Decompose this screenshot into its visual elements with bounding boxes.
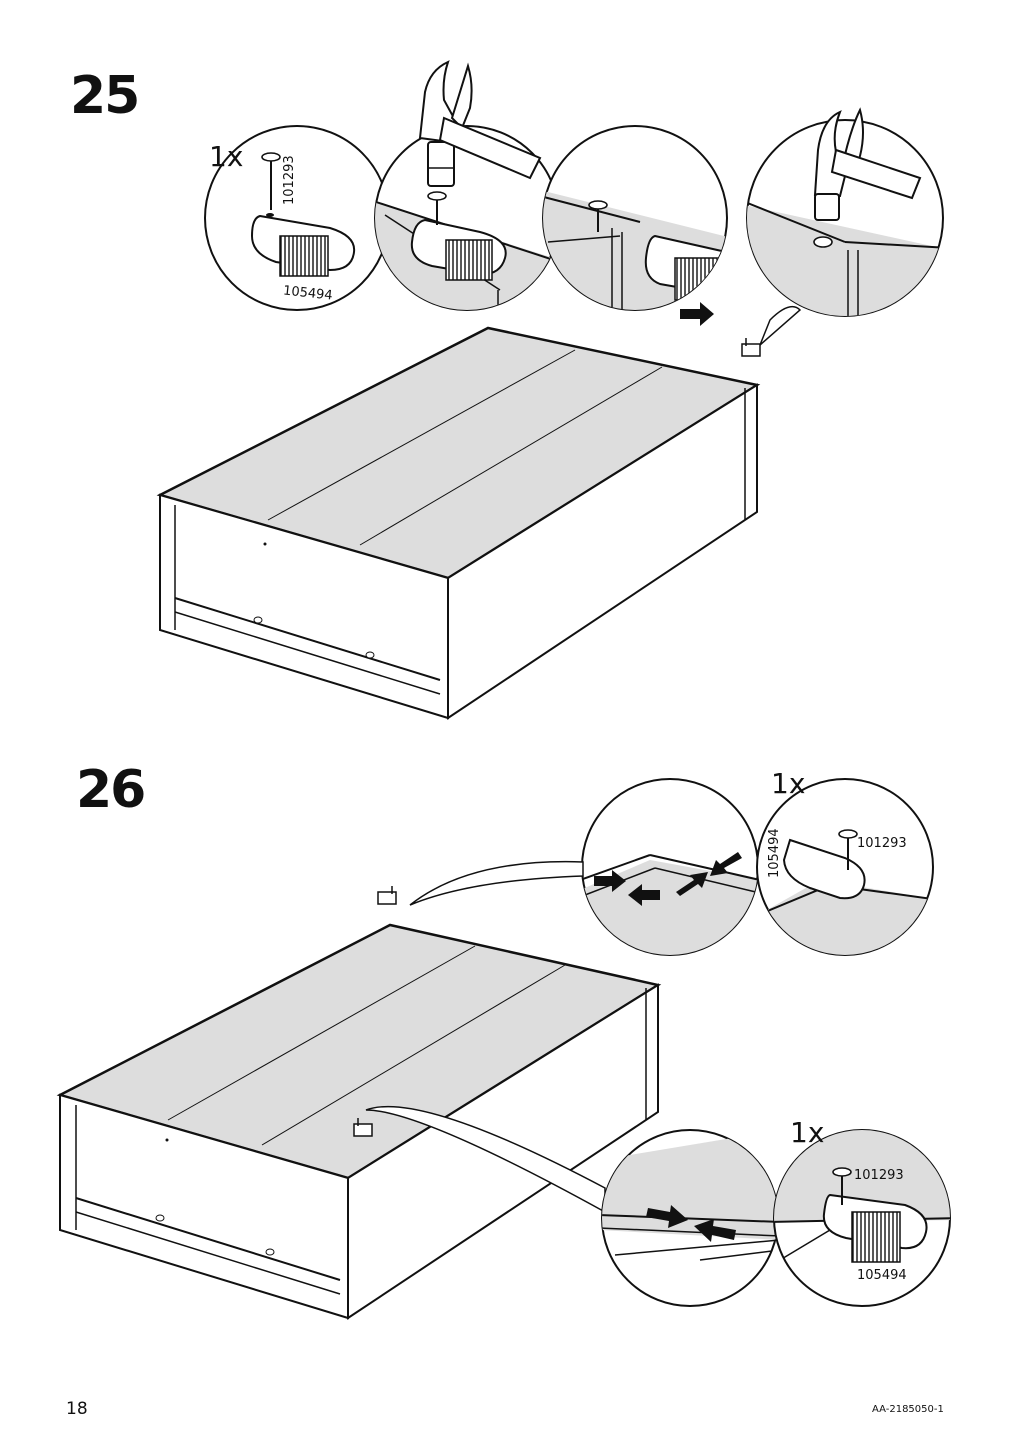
step26-detail-glide-front — [773, 1129, 951, 1307]
nail-part-number: 101293 — [854, 1168, 904, 1183]
document-code: AA-2185050-1 — [872, 1404, 944, 1415]
quantity-label: 1x — [209, 140, 244, 173]
drawer-frame-icon — [156, 326, 761, 720]
step26-detail-glide-back — [756, 778, 934, 956]
step-number: 26 — [76, 760, 146, 820]
quantity-label: 1x — [790, 1116, 825, 1149]
step25-detail-done — [746, 107, 944, 346]
step26-detail-gap-front — [601, 1129, 779, 1307]
nail-part-number: 101293 — [282, 155, 297, 205]
glide-icon — [353, 1118, 373, 1137]
glide-part-number: 105494 — [857, 1268, 907, 1283]
nail-icon — [261, 152, 281, 210]
nail-part-number: 101293 — [857, 836, 907, 851]
arrow-icon — [680, 302, 714, 326]
step25-detail-insert — [542, 125, 728, 311]
glide-icon — [250, 213, 356, 277]
glide-part-number: 105494 — [767, 828, 782, 878]
page-number: 18 — [66, 1399, 88, 1419]
glide-icon — [377, 886, 397, 905]
quantity-label: 1x — [771, 767, 806, 800]
hammer-icon — [418, 60, 542, 187]
step25-detail-parts — [204, 125, 390, 311]
drawer-frame-icon — [56, 886, 662, 1320]
hammer-icon — [813, 107, 922, 221]
glide-icon — [741, 338, 761, 357]
step-number: 25 — [70, 66, 140, 126]
step26-detail-gap-back — [581, 778, 759, 956]
